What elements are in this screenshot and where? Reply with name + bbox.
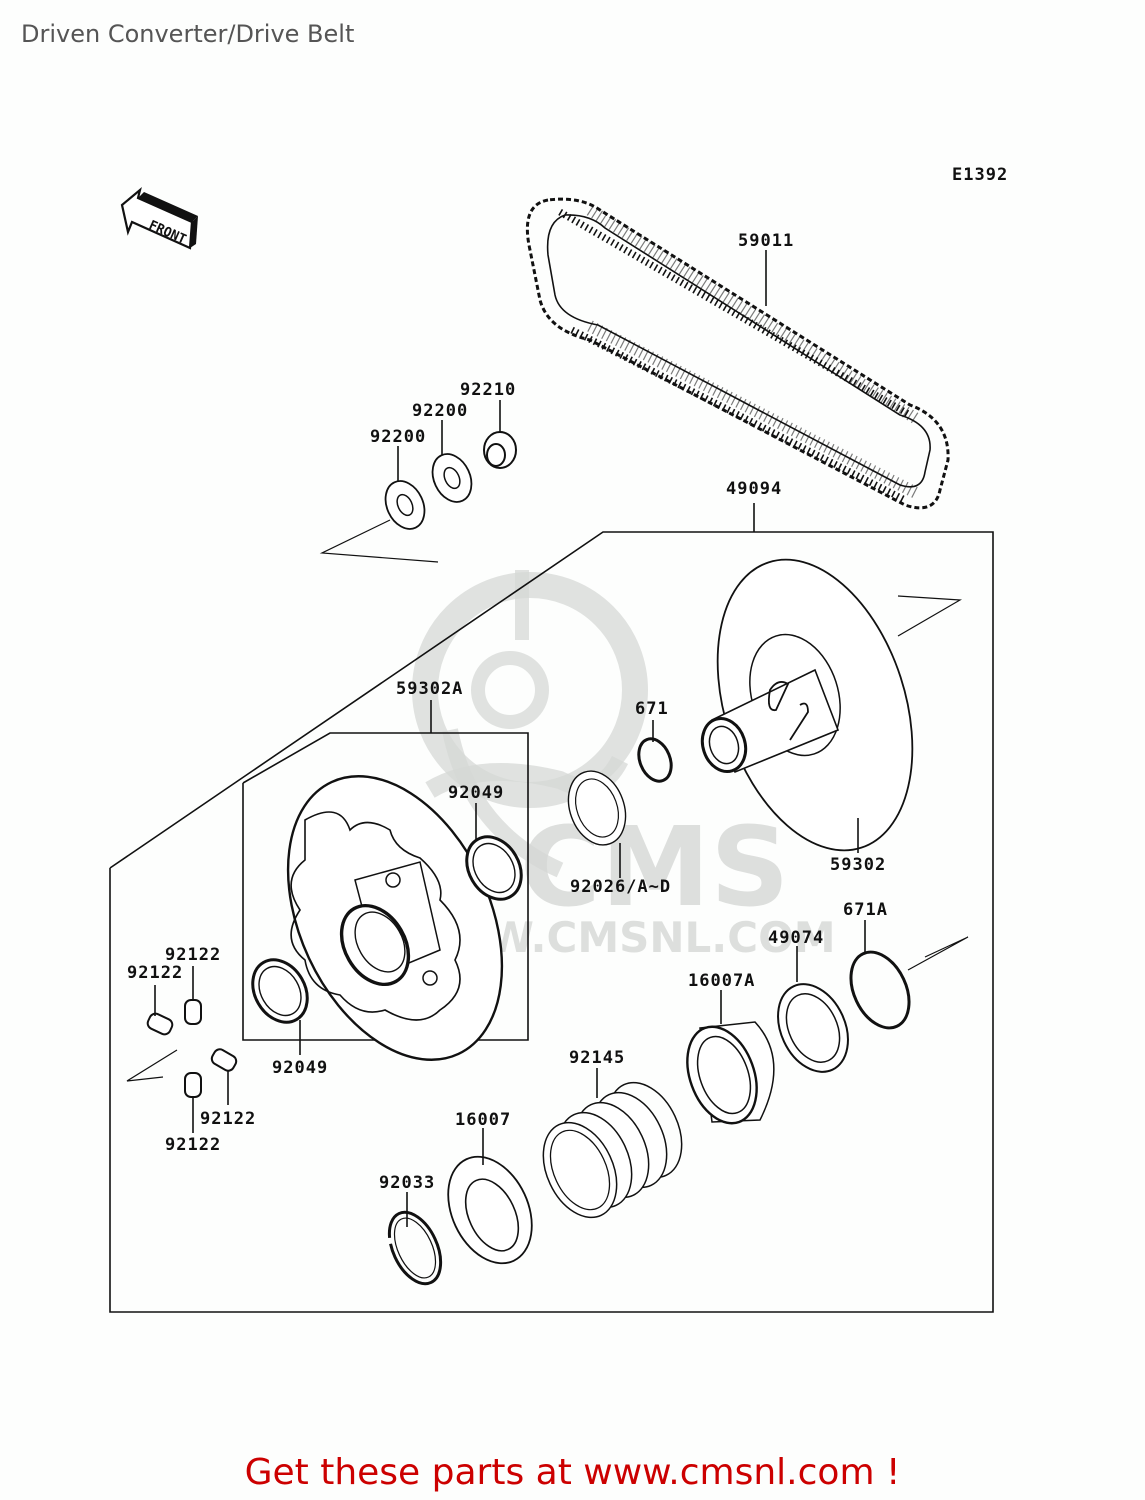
front-direction-arrow: FRONT <box>120 186 198 250</box>
washer-92200-lower <box>384 480 426 530</box>
washer-92200-upper <box>431 453 473 503</box>
part-label-92122-4[interactable]: 92122 <box>165 1135 221 1155</box>
circlip-92033 <box>387 1210 443 1286</box>
assembly-guide-line <box>319 519 439 563</box>
belt-inner-outline <box>546 214 931 488</box>
part-label-92122-2[interactable]: 92122 <box>165 945 221 965</box>
watermark-brand: CMS <box>520 803 789 931</box>
ring-49074 <box>777 983 849 1073</box>
part-label-671[interactable]: 671 <box>635 699 669 719</box>
shim-92026 <box>567 770 627 846</box>
part-label-59302[interactable]: 59302 <box>830 855 886 875</box>
circlip-inner-icon <box>393 1217 437 1279</box>
seal-icon <box>251 958 309 1024</box>
pin-icon <box>146 1012 174 1036</box>
front-arrow-shadow-icon <box>138 192 198 222</box>
pin-icon <box>184 999 202 1025</box>
part-label-92210[interactable]: 92210 <box>460 380 516 400</box>
oring-671a-icon <box>849 950 911 1030</box>
collar-bore-icon <box>696 1035 752 1115</box>
nut-thread-icon <box>486 443 506 467</box>
part-label-92122-1[interactable]: 92122 <box>127 963 183 983</box>
collar-16007a <box>686 1021 775 1125</box>
pin-92122-3 <box>210 1048 238 1072</box>
ring-inner-icon <box>785 993 841 1063</box>
pin-icon <box>184 1072 202 1098</box>
assembly-guide-line-right <box>897 595 963 637</box>
sheave-bore-icon <box>339 903 411 987</box>
part-label-92145[interactable]: 92145 <box>569 1048 625 1068</box>
shaft-bore-inner-icon <box>708 725 740 765</box>
belt-teeth <box>558 208 912 504</box>
seal-icon <box>465 835 523 901</box>
drive-belt <box>525 197 950 510</box>
watermark-helmet-icon <box>412 572 648 808</box>
part-label-16007[interactable]: 16007 <box>455 1110 511 1130</box>
spring-inner-icon <box>549 1129 611 1211</box>
pin-92122-2 <box>184 999 202 1025</box>
watermark-eye-icon <box>471 651 549 729</box>
assembly-guide-line-oring <box>907 936 969 971</box>
spring-92145 <box>542 1081 683 1219</box>
washer-icon <box>431 453 473 503</box>
collar-bore-icon <box>464 1178 520 1252</box>
seal-92049-lower <box>251 958 309 1024</box>
seal-inner-icon <box>258 965 302 1017</box>
diagram-code: E1392 <box>952 165 1008 185</box>
pin-hole-icon <box>422 970 438 986</box>
part-label-92049-lower[interactable]: 92049 <box>272 1058 328 1078</box>
watermark-jaw-icon <box>442 728 564 878</box>
part-label-49074[interactable]: 49074 <box>768 928 824 948</box>
ring-outer-icon <box>777 983 849 1073</box>
washer-hole-icon <box>396 493 414 517</box>
cam-slot-icon <box>767 681 790 712</box>
fixed-sheave-59302 <box>700 558 914 852</box>
shim-inner-icon <box>574 778 620 838</box>
pin-guide-line <box>126 1049 178 1082</box>
spring-coil-icon <box>542 1121 618 1219</box>
sheave-bore-inner-icon <box>354 911 406 973</box>
collar-face-icon <box>686 1025 758 1125</box>
part-label-92200-lower[interactable]: 92200 <box>370 427 426 447</box>
part-label-92122-3[interactable]: 92122 <box>200 1109 256 1129</box>
shim-outer-icon <box>567 770 627 846</box>
belt-ribs <box>586 204 922 500</box>
pin-92122-4 <box>184 1072 202 1098</box>
part-label-49094[interactable]: 49094 <box>726 479 782 499</box>
sheave-web-icon <box>290 811 461 1021</box>
seal-92049-upper <box>465 835 523 901</box>
washer-icon <box>384 480 426 530</box>
part-label-59302a[interactable]: 59302A <box>396 679 463 699</box>
part-label-59011[interactable]: 59011 <box>738 231 794 251</box>
pin-hole-icon <box>385 872 401 888</box>
watermark-visor-icon <box>515 570 529 640</box>
part-label-671a[interactable]: 671A <box>843 900 888 920</box>
pin-92122-1 <box>146 1012 174 1036</box>
collar-16007 <box>447 1155 533 1265</box>
page-title: Driven Converter/Drive Belt <box>21 20 355 48</box>
part-label-92033[interactable]: 92033 <box>379 1173 435 1193</box>
oring-671-icon <box>637 737 673 783</box>
washer-hole-icon <box>443 466 461 490</box>
belt-outer-outline <box>525 197 950 510</box>
part-label-92049-upper[interactable]: 92049 <box>448 783 504 803</box>
pin-icon <box>210 1048 238 1072</box>
cta-link[interactable]: Get these parts at www.cmsnl.com ! <box>244 1452 901 1493</box>
part-label-16007a[interactable]: 16007A <box>688 971 755 991</box>
seal-inner-icon <box>472 842 516 894</box>
collar-face-icon <box>447 1155 533 1265</box>
front-arrow-edge-icon <box>190 216 198 248</box>
movable-sheave-59302a <box>286 775 504 1061</box>
part-label-92200-upper[interactable]: 92200 <box>412 401 468 421</box>
cam-slot-2-icon <box>789 702 809 741</box>
circlip-icon <box>387 1210 443 1286</box>
assembly-box-49094 <box>109 531 994 1313</box>
shaft-bore-icon <box>700 717 748 773</box>
part-label-92026[interactable]: 92026/A~D <box>570 877 671 897</box>
nut-92210 <box>483 431 517 469</box>
assembly-box-59302a <box>242 732 529 1041</box>
